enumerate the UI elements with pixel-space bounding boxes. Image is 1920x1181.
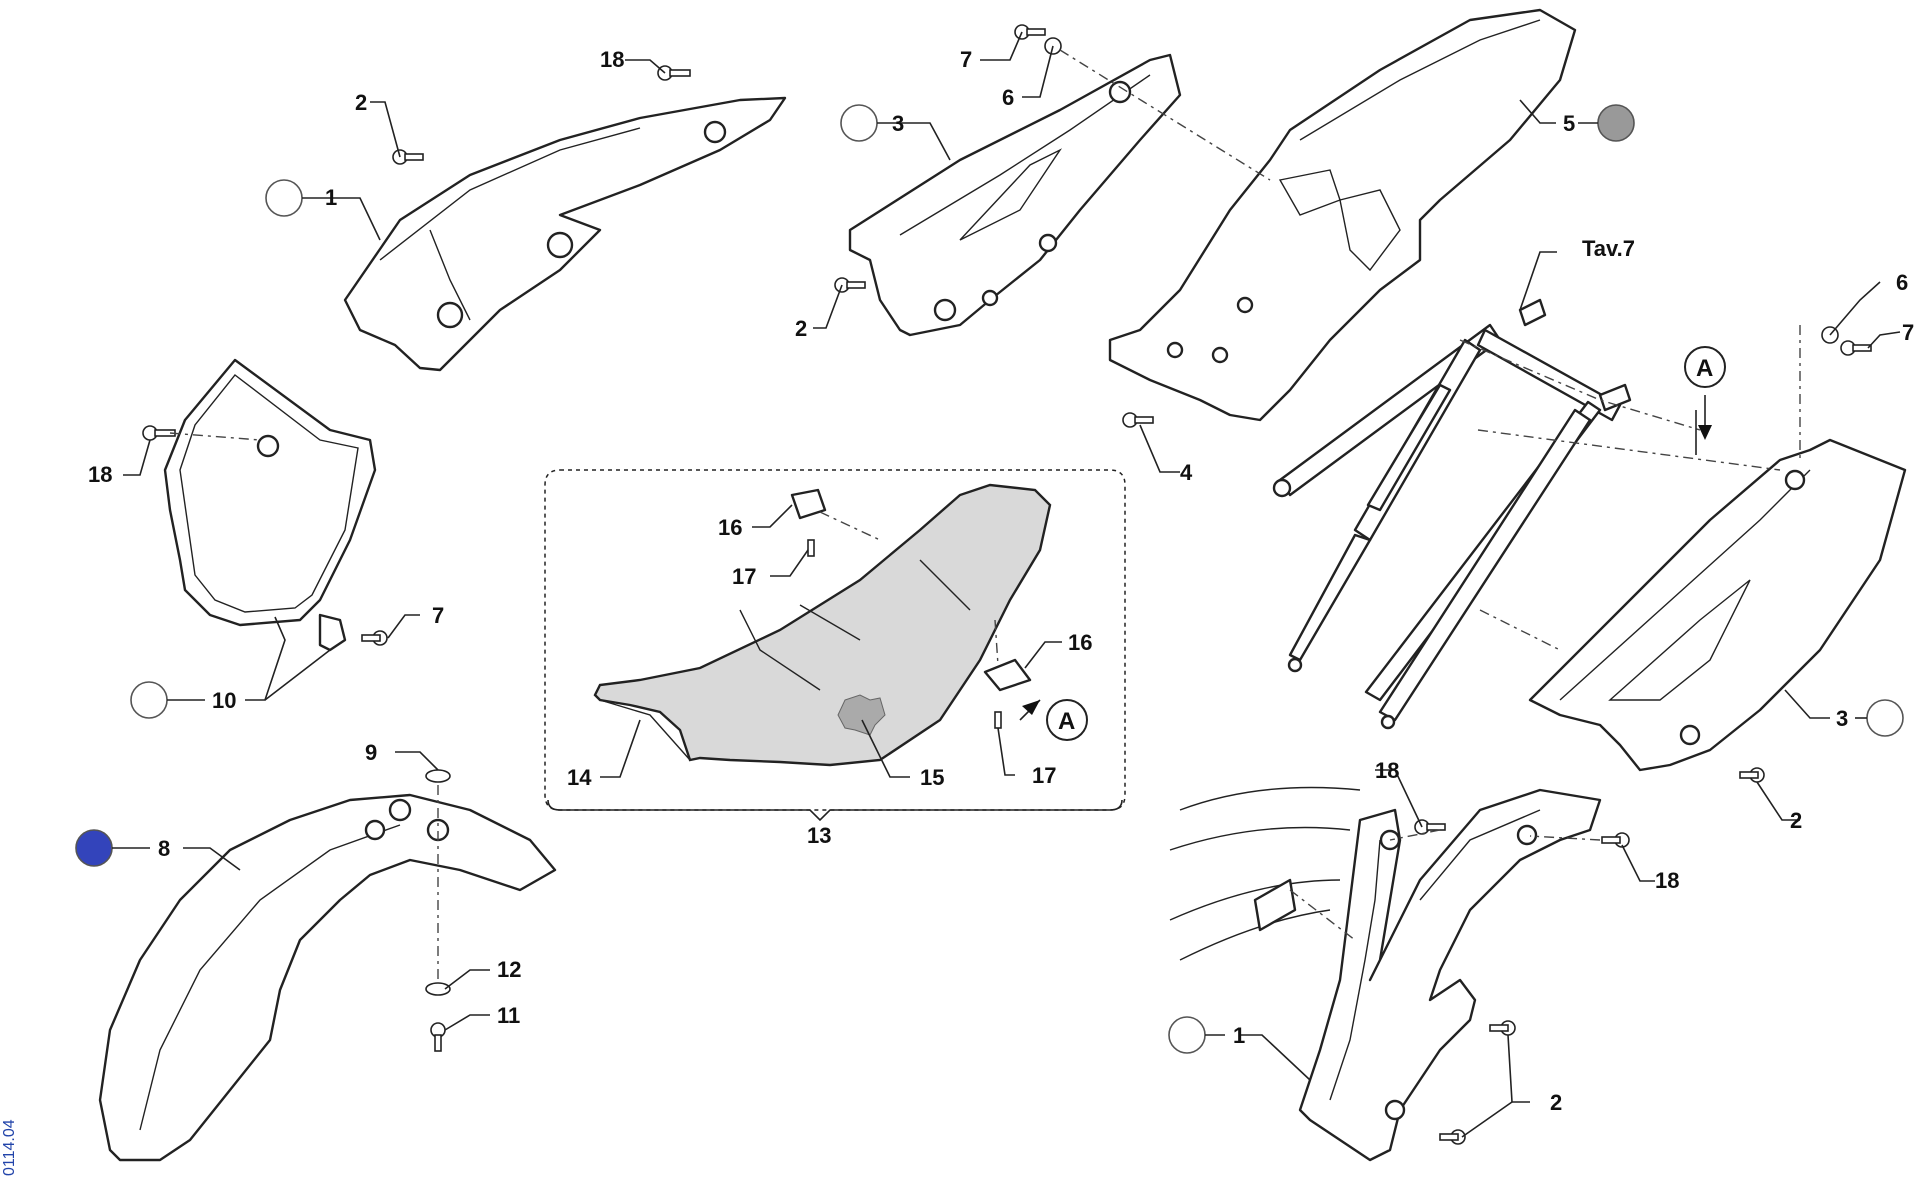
label-7: 7 <box>960 47 972 72</box>
reference-markers <box>75 104 1904 1054</box>
label-1: 1 <box>325 185 337 210</box>
view-a-arrows <box>1022 395 1712 715</box>
label-13: 13 <box>807 823 831 848</box>
part-3-side-panel-upper <box>848 53 1182 337</box>
label-8: 8 <box>158 836 170 861</box>
part-1-side-cover-top <box>343 96 787 372</box>
label-3: 3 <box>1836 706 1848 731</box>
view-a-markers: A A <box>1046 346 1726 741</box>
label-5: 5 <box>1563 111 1575 136</box>
part-15-seat-patch <box>837 694 886 736</box>
marker-part-3-top <box>840 104 878 142</box>
label-2: 2 <box>795 316 807 341</box>
view-a-label: A <box>1058 708 1075 735</box>
label-6: 6 <box>1896 270 1908 295</box>
label-2: 2 <box>1550 1090 1562 1115</box>
label-9: 9 <box>365 740 377 765</box>
label-1: 1 <box>1233 1023 1245 1048</box>
label-15: 15 <box>920 765 944 790</box>
part-16-seat-bracket-front <box>790 488 827 520</box>
part-16-seat-bracket-rear <box>983 658 1032 692</box>
leader-lines <box>123 31 1901 1138</box>
label-14: 14 <box>567 765 592 790</box>
label-17: 17 <box>1032 763 1056 788</box>
label-2: 2 <box>1790 808 1802 833</box>
label-4: 4 <box>1180 460 1193 485</box>
label-12: 12 <box>497 957 521 982</box>
part-17-screw-front <box>807 539 815 557</box>
label-16: 16 <box>1068 630 1092 655</box>
assembly-lines <box>169 49 1801 980</box>
part-3-side-panel-lower <box>1528 438 1907 772</box>
part-5-rear-fender <box>1108 8 1577 422</box>
marker-part-3-right <box>1866 699 1904 737</box>
part-10-number-plate <box>163 358 377 652</box>
label-3: 3 <box>892 111 904 136</box>
label-18: 18 <box>600 47 624 72</box>
marker-part-1-top <box>265 179 303 217</box>
marker-part-1-bottom <box>1168 1016 1206 1054</box>
label-11: 11 <box>497 1003 520 1028</box>
part-14-seat <box>593 483 1052 767</box>
marker-part-10 <box>130 681 168 719</box>
seat-group-box <box>544 469 1126 822</box>
part-8-front-fender <box>98 793 557 1162</box>
label-2: 2 <box>355 90 367 115</box>
label-6: 6 <box>1002 85 1014 110</box>
label-17: 17 <box>732 564 756 589</box>
marker-part-8 <box>75 829 113 867</box>
callout-labels: 18 2 1 7 6 3 2 5 Tav.7 4 6 7 3 2 18 7 10… <box>88 47 1914 1115</box>
rear-subframe-tav7 <box>1272 298 1632 730</box>
label-16: 16 <box>718 515 742 540</box>
drawing-code: 0114.04 <box>1 1119 18 1176</box>
label-18: 18 <box>1655 868 1679 893</box>
label-18: 18 <box>1375 758 1399 783</box>
label-tav7: Tav.7 <box>1582 236 1635 261</box>
label-18: 18 <box>88 462 112 487</box>
label-10: 10 <box>212 688 236 713</box>
label-7: 7 <box>432 603 444 628</box>
view-a-label: A <box>1696 355 1713 382</box>
part-1-side-cover-bottom <box>1169 786 1602 1162</box>
marker-part-5 <box>1597 104 1635 142</box>
label-7: 7 <box>1902 320 1914 345</box>
hardware-bolts <box>142 24 1872 1145</box>
part-17-screw-rear <box>994 711 1002 729</box>
